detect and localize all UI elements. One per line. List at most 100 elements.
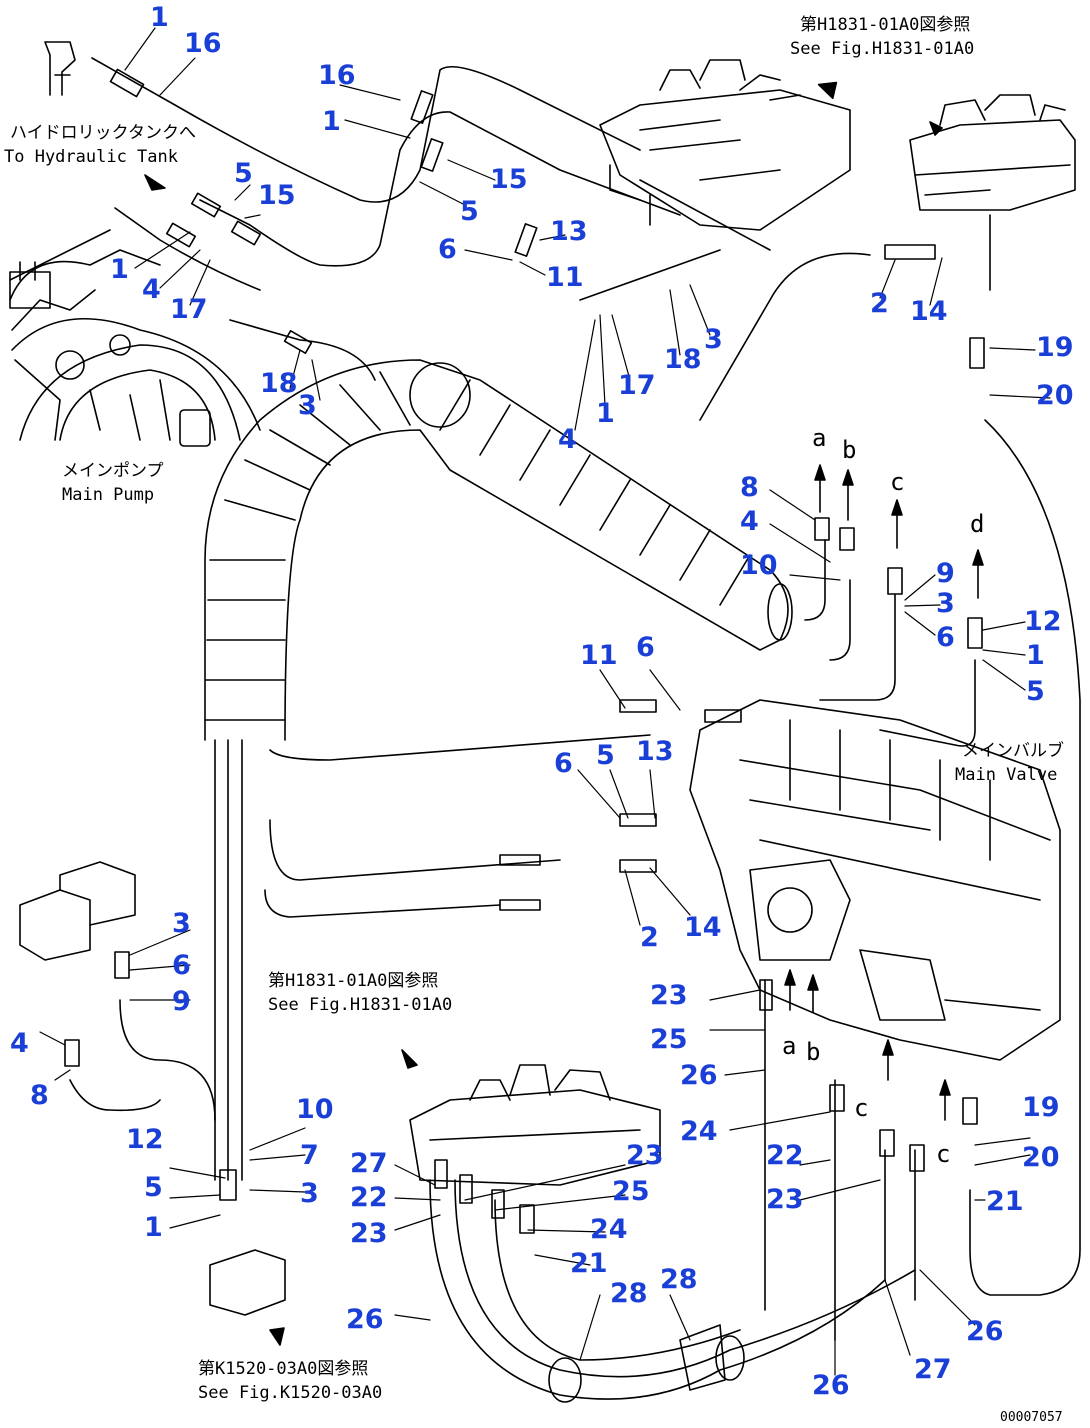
valve-label-en: Main Valve	[955, 765, 1058, 785]
callout-number: 4	[142, 274, 161, 305]
callout-number: 24	[680, 1116, 718, 1147]
ref-mid-jp: 第H1831-01A0図参照	[268, 971, 439, 991]
callout-number: 9	[172, 986, 191, 1017]
tank-label-en: To Hydraulic Tank	[4, 147, 178, 167]
callout-number: 22	[766, 1140, 804, 1171]
callout-number: 3	[704, 324, 723, 355]
connection-letter-d: d	[970, 510, 985, 538]
callout-number: 2	[640, 922, 659, 953]
callout-number: 20	[1036, 380, 1074, 411]
ref-top-jp: 第H1831-01A0図参照	[800, 15, 971, 35]
callout-number: 1	[1026, 640, 1045, 671]
callout-number: 23	[350, 1218, 388, 1249]
callout-number: 26	[966, 1316, 1004, 1347]
callout-number: 21	[986, 1186, 1024, 1217]
callout-number: 26	[812, 1370, 850, 1401]
callout-number: 11	[546, 262, 584, 293]
callout-number: 23	[766, 1184, 804, 1215]
callout-number: 1	[322, 106, 341, 137]
junction-blocks	[19, 861, 286, 1316]
elbow-fitting-drawing	[44, 41, 76, 96]
pilot-valve-bottom	[409, 1064, 661, 1186]
callout-number: 27	[350, 1148, 388, 1179]
callout-number: 14	[910, 296, 948, 327]
callout-number: 28	[610, 1278, 648, 1309]
callout-number: 16	[184, 28, 222, 59]
callout-number: 11	[580, 640, 618, 671]
fittings	[64, 68, 985, 1234]
callout-number: 28	[660, 1264, 698, 1295]
hose-routes	[9, 57, 1081, 1400]
leader-lines	[39, 27, 1051, 1376]
callout-number: 1	[150, 2, 169, 33]
callout-number: 1	[596, 398, 615, 429]
callout-number: 17	[170, 294, 208, 325]
callout-number: 5	[1026, 676, 1045, 707]
callout-number: 23	[650, 980, 688, 1011]
callout-number: 23	[626, 1140, 664, 1171]
hose-protector-sleeve	[204, 359, 793, 741]
callout-number: 4	[740, 506, 759, 537]
callout-number: 6	[936, 622, 955, 653]
main-pump-drawing	[9, 249, 261, 447]
flow-arrows	[144, 81, 984, 1346]
connection-letter-a: a	[812, 424, 827, 452]
callout-number: 5	[460, 196, 479, 227]
callout-number: 3	[300, 1178, 319, 1209]
drawing-code: 00007057	[1000, 1410, 1063, 1425]
callout-number: 17	[618, 370, 656, 401]
callout-number: 15	[490, 164, 528, 195]
callout-number: 9	[936, 558, 955, 589]
callout-number: 7	[300, 1140, 319, 1171]
callout-number: 2	[870, 288, 889, 319]
callout-number: 6	[554, 748, 573, 779]
pilot-valve-top	[599, 59, 851, 231]
callout-number: 3	[936, 588, 955, 619]
callout-number: 6	[172, 950, 191, 981]
callout-number: 19	[1036, 332, 1074, 363]
callout-number: 13	[636, 736, 674, 767]
callout-number: 15	[258, 180, 296, 211]
pump-label-jp: メインポンプ	[62, 461, 164, 481]
callout-number: 24	[590, 1214, 628, 1245]
connection-letter-c-lower-2: c	[936, 1140, 951, 1168]
callout-number: 5	[144, 1172, 163, 1203]
main-valve-drawing	[689, 699, 1061, 1061]
pilot-block-right	[884, 94, 1076, 260]
connection-letter-c-lower: c	[854, 1094, 869, 1122]
ref-top-en: See Fig.H1831-01A0	[790, 39, 975, 59]
clamps	[548, 1324, 745, 1403]
callout-number: 26	[680, 1060, 718, 1091]
callout-number: 4	[10, 1028, 29, 1059]
callout-number: 1	[110, 254, 129, 285]
callout-number: 25	[612, 1176, 650, 1207]
callout-number: 1	[144, 1212, 163, 1243]
callout-number: 10	[740, 550, 778, 581]
ref-bottom-en: See Fig.K1520-03A0	[198, 1383, 383, 1403]
callout-number: 12	[1024, 606, 1062, 637]
callout-number: 14	[684, 912, 722, 943]
pump-label-en: Main Pump	[62, 485, 155, 505]
callout-number: 25	[650, 1024, 688, 1055]
tank-label-jp: ハイドロリックタンクへ	[10, 123, 196, 143]
connection-letter-a-lower: a	[782, 1032, 797, 1060]
callout-number: 26	[346, 1304, 384, 1335]
callout-number: 3	[298, 390, 317, 421]
connection-letter-b: b	[842, 436, 857, 464]
callout-number: 16	[318, 60, 356, 91]
callout-number: 27	[914, 1354, 952, 1385]
ref-mid-en: See Fig.H1831-01A0	[268, 995, 453, 1015]
ref-bottom-jp: 第K1520-03A0図参照	[198, 1359, 369, 1379]
callout-number: 18	[260, 368, 298, 399]
callout-number: 4	[558, 424, 577, 455]
callout-number: 13	[550, 216, 588, 247]
callout-number: 6	[636, 632, 655, 663]
callout-number: 6	[438, 234, 457, 265]
valve-label-jp: メインバルブ	[962, 741, 1064, 761]
callout-number: 8	[740, 472, 759, 503]
callout-number: 3	[172, 908, 191, 939]
callout-number: 10	[296, 1094, 334, 1125]
callout-number: 20	[1022, 1142, 1060, 1173]
